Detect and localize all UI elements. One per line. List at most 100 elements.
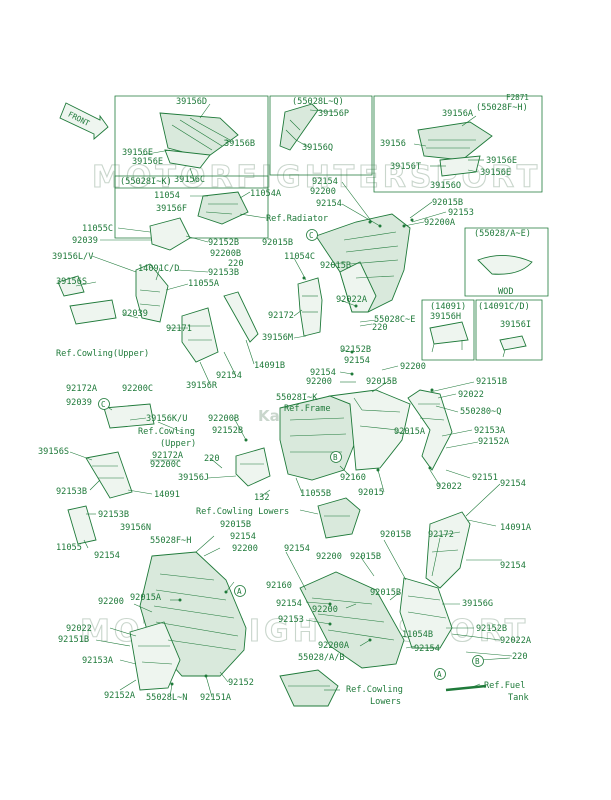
label: 92151B xyxy=(58,635,89,645)
label: 39156H xyxy=(430,312,461,322)
label: 11054B xyxy=(402,630,433,640)
label: 92022 xyxy=(436,482,462,492)
label: 92154 xyxy=(94,551,120,561)
label: Ref.Cowling(Upper) xyxy=(56,349,149,359)
part-shape-39156C-small xyxy=(197,191,249,225)
label: 39156L/V xyxy=(52,252,93,262)
label: 92200 xyxy=(400,362,426,372)
label: 39156T xyxy=(390,162,421,172)
label: 92160 xyxy=(266,581,292,591)
label: 92152B xyxy=(208,238,239,248)
label: (55028I~K) xyxy=(120,177,172,187)
label: 92200B xyxy=(208,414,239,424)
label: 39156B xyxy=(224,139,255,149)
label: 92154 xyxy=(312,177,338,187)
label: 92172 xyxy=(428,530,454,540)
label: 11055 xyxy=(56,543,82,553)
circle-ref-b-mid: B xyxy=(333,453,338,462)
label: (14091) xyxy=(430,302,466,312)
label: 92152B xyxy=(340,345,371,355)
label: 92152B xyxy=(476,624,507,634)
label: 92152B xyxy=(212,426,243,436)
label: 92153B xyxy=(56,487,87,497)
label: 11054 xyxy=(154,191,180,201)
label: 55028/A/B xyxy=(298,653,345,663)
label: 92152A xyxy=(104,691,136,701)
label: 11055B xyxy=(300,489,331,499)
label: 92172A xyxy=(66,384,98,394)
part-shape-39156J xyxy=(235,447,271,487)
label: Ref.Radiator xyxy=(266,214,328,224)
label: 92015B xyxy=(220,520,251,530)
part-shape-wod xyxy=(477,255,533,275)
label: 92154 xyxy=(344,356,370,366)
label: 92154 xyxy=(230,532,256,542)
label: 14091A xyxy=(500,523,532,533)
circle-refs: C C B A A B xyxy=(98,229,484,680)
label: 39156R xyxy=(186,381,218,391)
label: 92039 xyxy=(122,309,148,319)
label: 92015B xyxy=(380,530,411,540)
label: 55028F~H xyxy=(150,536,191,546)
part-shape-cowling-lowers-bottom xyxy=(279,669,339,707)
part-shape-left-mid-brackets xyxy=(67,403,155,545)
label: Tank xyxy=(508,693,530,703)
label: 92153A xyxy=(82,656,114,666)
part-shape-upper-fairing xyxy=(315,213,411,313)
figure-code: F2871 xyxy=(506,93,529,102)
label: 39156I xyxy=(500,320,531,330)
label: 92200C xyxy=(122,384,153,394)
label: 92151A xyxy=(200,693,232,703)
label: 11055C xyxy=(82,224,113,234)
label: 92200 xyxy=(310,187,336,197)
label: 39156S xyxy=(38,447,69,457)
part-shape-fuel-tank-ref xyxy=(445,684,487,692)
part-shape-right-bracket xyxy=(407,389,453,471)
front-arrow-icon: FRONT xyxy=(59,102,109,140)
label: (14091C/D) xyxy=(478,302,530,312)
label: 92200 xyxy=(98,597,124,607)
label: Ref.Cowling xyxy=(346,685,403,695)
label: 92200A xyxy=(424,218,456,228)
label: 39156P xyxy=(318,109,349,119)
label: 92015B xyxy=(320,261,351,271)
label: 92015A xyxy=(394,427,426,437)
label: 92152A xyxy=(478,437,510,447)
label: 55028I~K xyxy=(276,393,318,403)
label: 39156S xyxy=(56,277,87,287)
label: 11055A xyxy=(188,279,220,289)
label: 92151B xyxy=(476,377,507,387)
group-boxes xyxy=(114,95,549,361)
part-shape-bracket-upper-left xyxy=(57,217,191,325)
label: 39156J xyxy=(178,473,209,483)
part-shape-39156I xyxy=(499,335,527,358)
label: 92200A xyxy=(318,641,350,651)
label: 92172A xyxy=(152,451,184,461)
label: Lowers xyxy=(370,697,401,707)
part-shape-14091A xyxy=(425,511,471,589)
label: WOD xyxy=(498,287,514,297)
label: 92154 xyxy=(284,544,310,554)
label: 92153 xyxy=(278,615,304,625)
label: Ref.Fuel xyxy=(484,681,525,691)
part-shape-cowling-lower-small xyxy=(317,497,361,539)
part-shape-39156-set-b xyxy=(279,103,319,151)
label: 92153A xyxy=(474,426,506,436)
label: 39156E xyxy=(480,168,511,178)
label: 92015B xyxy=(350,552,381,562)
leader-lines xyxy=(69,103,513,698)
label: 39156C xyxy=(174,175,205,185)
part-labels: 39156D 39156B 39156E 39156E 39156C (5502… xyxy=(38,97,532,707)
label: Ref.Frame xyxy=(284,404,331,414)
circle-ref-c-left: C xyxy=(101,400,106,409)
label: (Upper) xyxy=(160,439,196,449)
label: 92153 xyxy=(448,208,474,218)
label: 92154 xyxy=(310,368,336,378)
label: 92015B xyxy=(370,588,401,598)
label: 55028C~E xyxy=(374,315,415,325)
label: 550280~Q xyxy=(460,407,501,417)
label: 220 xyxy=(228,259,244,269)
part-shape-14091B xyxy=(223,291,259,343)
part-shape-39156-set-c xyxy=(417,121,493,177)
